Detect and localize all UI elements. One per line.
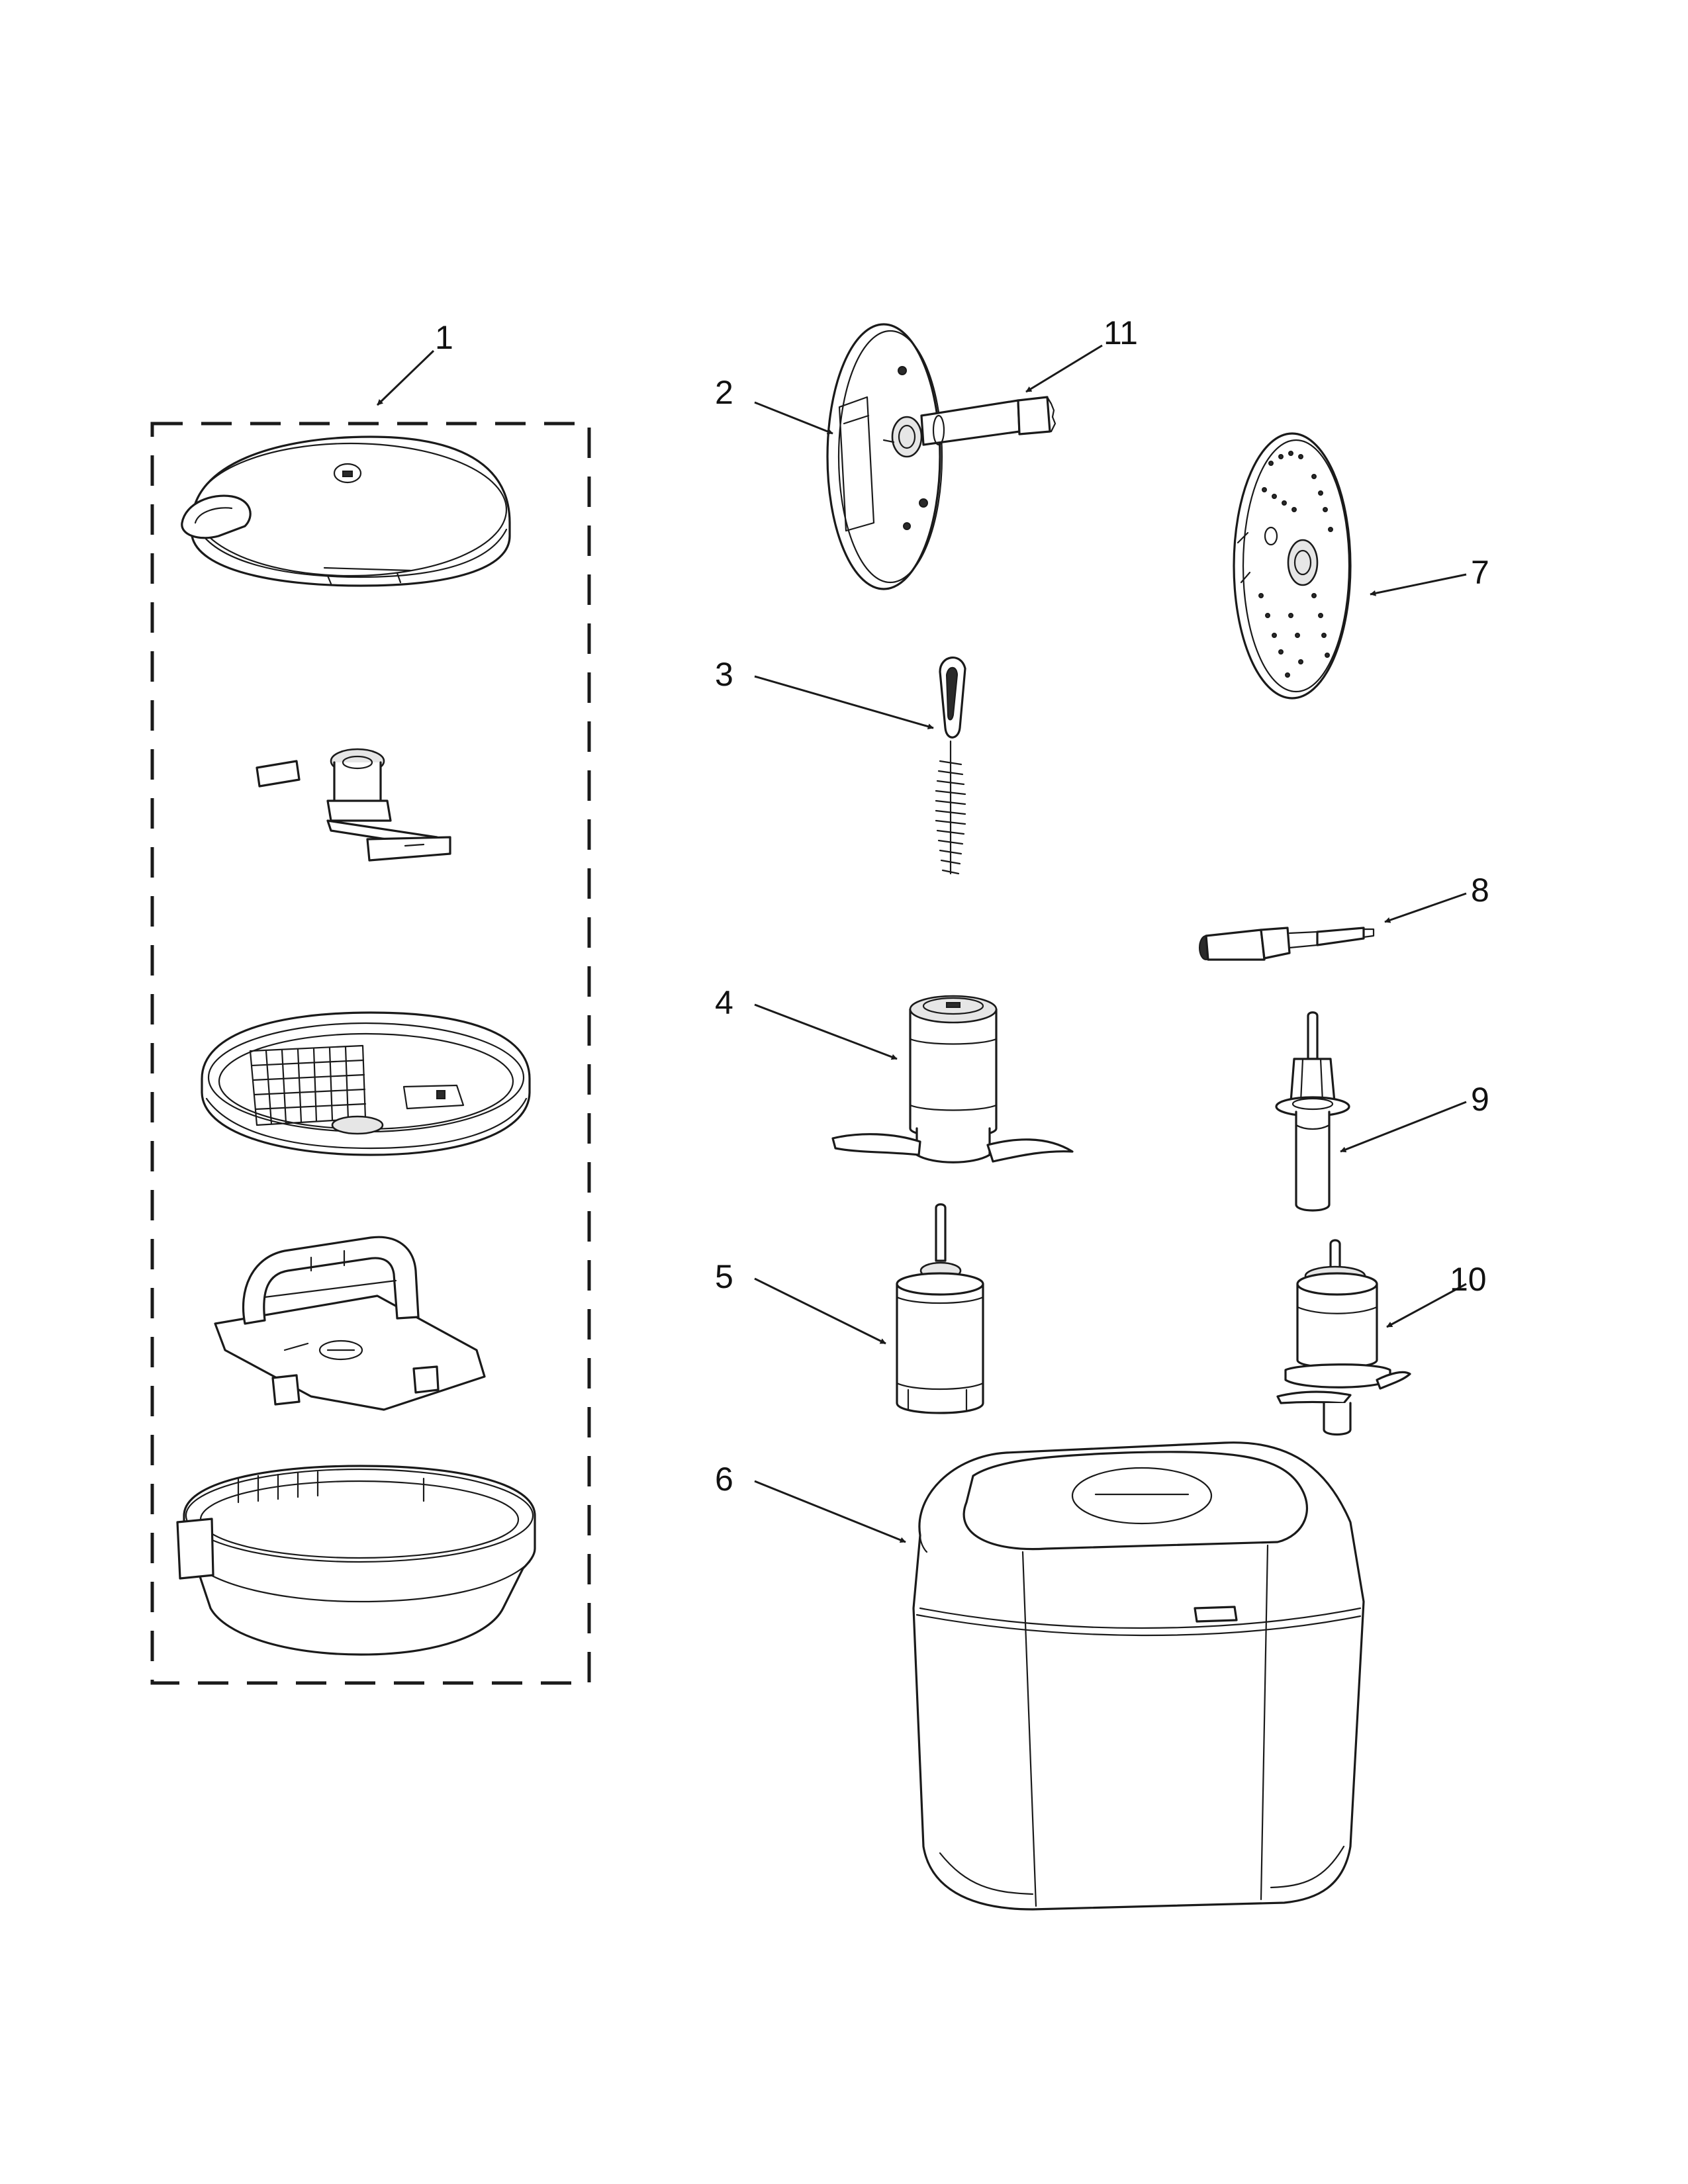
callout-3: 3 [715, 656, 733, 693]
cleaning-brush-icon [935, 657, 966, 875]
callout-6: 6 [715, 1461, 733, 1498]
leader-4 [754, 1003, 898, 1060]
part-1-assembly[interactable] [150, 422, 591, 1685]
leader-9 [1340, 1101, 1467, 1153]
part-9-drive-adapter-stem[interactable] [1275, 1011, 1350, 1212]
leader-2 [754, 401, 833, 435]
leader-lines [376, 344, 1467, 1543]
dicing-grid-icon [201, 1011, 531, 1156]
part-10-multipurpose-blade[interactable] [1276, 1239, 1411, 1436]
disc-stem-icon [920, 396, 1056, 446]
shredder-holes [1258, 451, 1333, 678]
callout-8: 8 [1471, 872, 1489, 909]
leader-1 [376, 349, 435, 406]
callout-1: 1 [435, 319, 453, 356]
shredding-disc-icon [1233, 432, 1352, 700]
grid-cover-handle-icon [214, 1236, 486, 1411]
leader-3 [754, 675, 934, 730]
leader-6 [754, 1480, 906, 1543]
drive-adapter-stem-icon [1275, 1011, 1350, 1212]
leader-5 [754, 1277, 886, 1345]
slicing-disc-icon [826, 323, 943, 590]
callout-5: 5 [715, 1258, 733, 1295]
callout-7: 7 [1471, 554, 1489, 591]
part-4-mini-blade[interactable] [831, 995, 1074, 1163]
work-bowl-lid-icon [181, 435, 511, 587]
part-2-slicing-disc[interactable] [826, 323, 1056, 590]
mini-blade-icon [831, 995, 1074, 1163]
part-3-cleaning-brush[interactable] [935, 657, 966, 875]
part-5-drive-adapter[interactable] [896, 1203, 984, 1414]
callout-9: 9 [1471, 1081, 1489, 1118]
callout-2: 2 [715, 374, 733, 411]
leader-8 [1384, 892, 1467, 923]
multipurpose-blade-icon [1276, 1239, 1411, 1436]
part-7-shredding-disc[interactable] [1233, 432, 1352, 700]
callout-numbers: 1 2 11 7 3 8 4 9 5 10 6 [435, 314, 1489, 1498]
leader-7 [1370, 573, 1467, 596]
dicing-pusher-icon [256, 748, 451, 862]
callout-4: 4 [715, 984, 733, 1021]
assembly-dashed-box [150, 422, 591, 1685]
storage-case-icon [912, 1441, 1365, 1911]
callout-10: 10 [1450, 1261, 1487, 1298]
callout-11: 11 [1103, 314, 1138, 351]
part-8-disc-stem[interactable] [1199, 927, 1375, 961]
leader-10 [1386, 1283, 1467, 1328]
work-bowl-icon [176, 1465, 536, 1656]
part-6-storage-case[interactable] [912, 1441, 1365, 1911]
drive-adapter-icon [896, 1203, 984, 1414]
leader-11 [1025, 344, 1103, 393]
disc-stem-icon [1199, 927, 1375, 961]
